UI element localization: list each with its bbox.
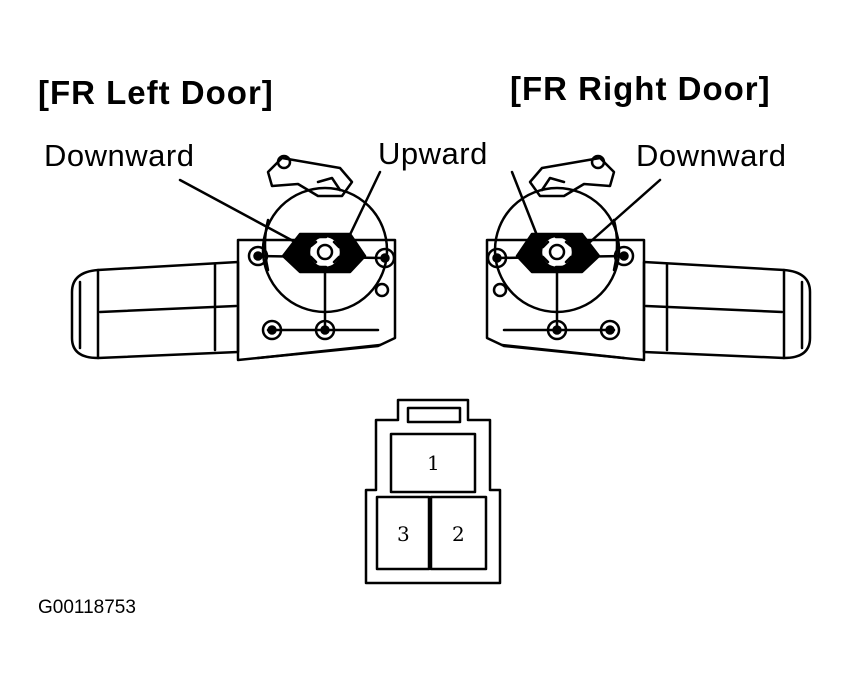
left-boss-3 [314,319,336,341]
connector-diagram [364,398,502,585]
upward-leader-right [510,170,542,245]
right-downward-leader [588,178,662,244]
pin-cell-2 [429,495,488,571]
right-window-motor [485,154,812,362]
left-door-heading: [FR Left Door] [38,74,274,111]
right-spline-gear [539,234,575,270]
pin-number-3: 3 [397,522,410,546]
right-downward-label: Downward [636,138,787,173]
left-top-bracket [266,156,354,198]
pin-cell-3 [375,495,431,571]
pin-cell-1 [389,432,477,494]
right-door-heading: [FR Right Door] [510,70,771,107]
upward-leader-left [344,170,382,245]
left-gear-housing [236,238,397,362]
upward-label: Upward [378,136,488,171]
left-downward-leader [178,178,297,244]
pin-number-1: 1 [427,451,440,475]
left-spline-gear [307,234,343,270]
left-boss-4 [261,319,283,341]
right-top-bracket [528,156,616,198]
left-boss-2 [374,247,396,269]
left-downward-label: Downward [44,138,195,173]
pin-number-2: 2 [452,522,465,546]
connector-latch [406,406,462,424]
leader-lines [178,170,662,245]
left-boss-1 [247,245,269,267]
left-window-motor [70,154,397,362]
figure-id: G00118753 [38,597,136,618]
connector-outline [364,398,502,585]
right-gear-housing [485,238,646,362]
